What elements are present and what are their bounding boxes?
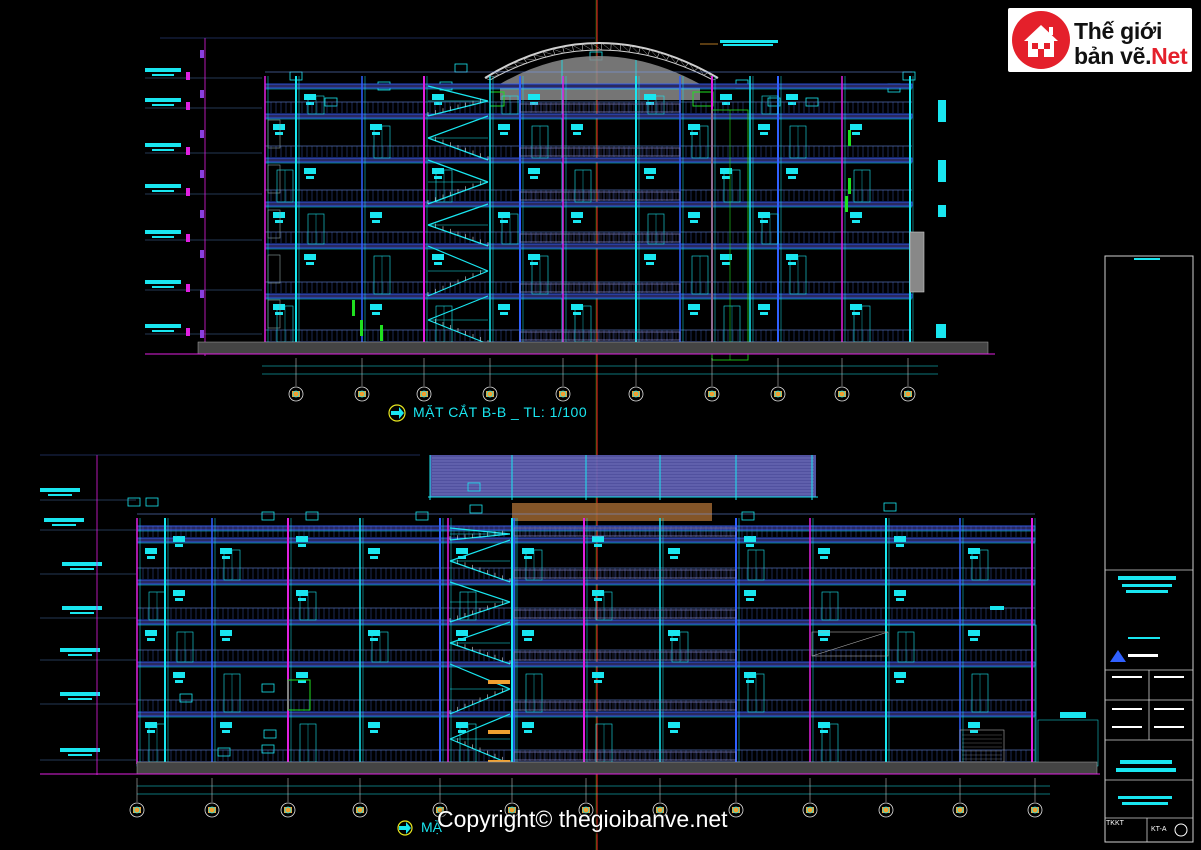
section-title-arrow-icon-bottom [397, 820, 413, 836]
company-logo-icon [1110, 650, 1126, 662]
grid-axis-bubbles-bottom [129, 778, 1043, 818]
building-frame-bottom [40, 454, 1099, 775]
ground-slab-bottom [136, 761, 1098, 775]
logo-text-main: bản vẽ. [1074, 43, 1152, 69]
sheet-number-circle [1174, 823, 1188, 837]
ground-slab-top [197, 341, 989, 355]
logo-text-line1: Thế giới [1074, 18, 1163, 44]
roof-arch [484, 42, 719, 79]
house-icon [1012, 11, 1070, 69]
logo-text-accent: Net [1151, 43, 1188, 69]
section-title-bottom: MẶ [421, 819, 442, 835]
title-block-sheet: KT-A [1151, 826, 1167, 833]
section-b-b-drawing [145, 37, 995, 422]
title-block [1104, 255, 1194, 843]
roof-hatch [428, 455, 818, 500]
roof-arch-fill [500, 56, 700, 100]
wood-band [512, 503, 712, 521]
site-logo[interactable]: Thế giới bản vẽ.Net [1008, 8, 1192, 72]
title-block-code: TKKT [1106, 820, 1124, 827]
copyright-watermark: Copyright© thegioibanve.net [437, 806, 728, 832]
building-frame-top [264, 71, 925, 361]
section-a-a-drawing [40, 454, 1100, 836]
grid-axis-bubbles-top [288, 358, 916, 402]
section-title-arrow-icon [388, 404, 406, 422]
section-title-top: MẶT CẮT B-B _ TL: 1/100 [413, 404, 588, 420]
logo-text-line2: bản vẽ.Net [1074, 43, 1188, 70]
